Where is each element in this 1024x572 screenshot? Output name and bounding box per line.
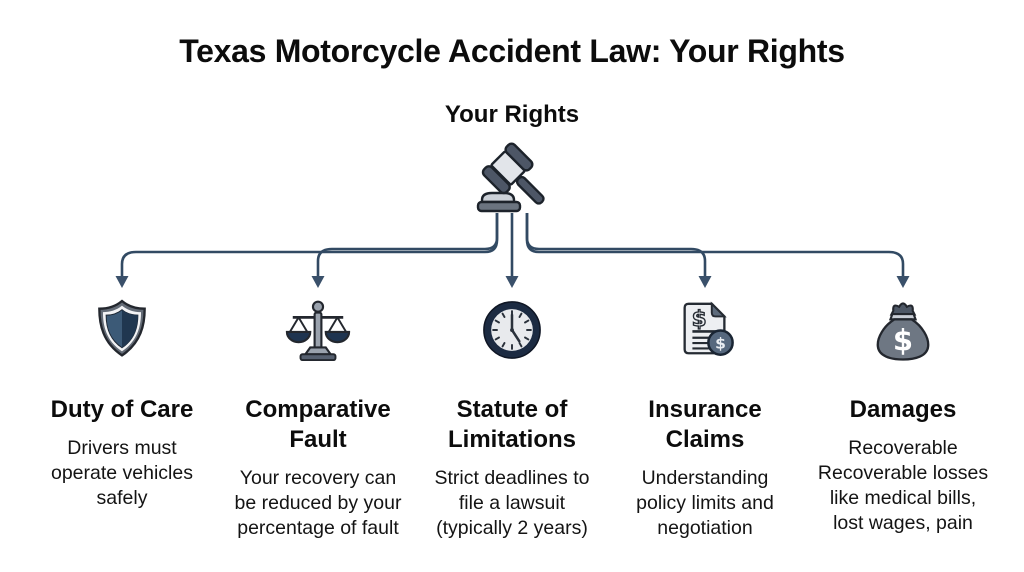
root-node-label: Your Rights	[444, 101, 580, 128]
root-node	[466, 140, 554, 214]
branch-duty-of-care: Duty of Care Drivers must operate vehicl…	[22, 294, 222, 511]
branch-insurance-claims: $ $ Insurance Claims Understanding polic…	[605, 294, 805, 541]
branch-description: Drivers must operate vehicles safely	[50, 437, 193, 509]
document-dollar-icon: $ $	[683, 301, 734, 356]
branch-heading: Comparative Fault	[245, 396, 391, 453]
clock-icon	[483, 301, 541, 359]
branch-damages: $ Damages Recoverable Recoverable losses…	[803, 294, 1003, 536]
money-bag-icon: $	[876, 302, 930, 361]
branch-heading: Insurance Claims	[648, 396, 762, 453]
svg-text:$: $	[893, 323, 913, 357]
svg-text:$: $	[692, 307, 707, 332]
branch-heading: Damages	[849, 396, 957, 423]
branch-heading: Duty of Care	[50, 396, 194, 423]
branch-comparative-fault: Comparative Fault Your recovery can be r…	[218, 294, 418, 541]
branch-heading: Statute of Limitations	[447, 396, 576, 453]
arrowhead-icons	[115, 276, 910, 288]
branch-description: Strict deadlines to file a lawsuit (typi…	[434, 467, 590, 539]
branch-statute-of-limitations: Statute of Limitations Strict deadlines …	[412, 294, 612, 541]
branch-description: Understanding policy limits and negotiat…	[636, 467, 774, 539]
branch-description: Your recovery can be reduced by your per…	[234, 467, 402, 539]
svg-text:$: $	[715, 334, 726, 352]
gavel-icon	[476, 142, 545, 213]
branch-description: Recoverable Recoverable losses like medi…	[817, 437, 989, 534]
shield-icon	[98, 299, 146, 357]
page-title: Texas Motorcycle Accident Law: Your Righ…	[179, 33, 845, 69]
scales-of-justice-icon	[285, 300, 351, 362]
